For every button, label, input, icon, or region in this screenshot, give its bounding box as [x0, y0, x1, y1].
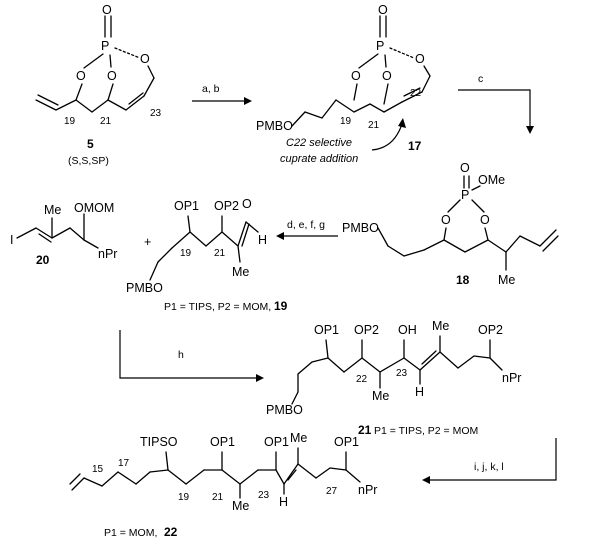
svg-text:O: O: [76, 69, 86, 83]
reaction-arrow-3: d, e, f, g: [276, 219, 338, 240]
reagent-label: d, e, f, g: [287, 219, 325, 231]
pmbo-label: PMBO: [256, 119, 293, 133]
svg-text:O: O: [480, 213, 490, 227]
locant-19: 19: [180, 248, 192, 259]
op2-label: OP2: [214, 199, 239, 213]
op1c-label: OP1: [334, 435, 359, 449]
compound-label: 17: [408, 139, 422, 153]
methyl-label: Me: [290, 431, 307, 445]
compound-label: 18: [456, 273, 470, 287]
op1-label: OP1: [174, 199, 199, 213]
svg-text:O: O: [107, 69, 117, 83]
svg-text:O: O: [441, 213, 451, 227]
plus-sign: +: [144, 235, 151, 249]
svg-text:O: O: [415, 52, 425, 66]
reaction-arrow-2: c: [458, 73, 534, 134]
compound-17: O P O O O PMBO 19 21 22 C22 selective cu…: [256, 3, 431, 165]
compound-22: TIPSO OP1 OP1 Me OP1 nPr H Me 15: [69, 431, 377, 539]
methyl-label: Me: [232, 265, 249, 279]
svg-text:O: O: [382, 69, 392, 83]
locant-19: 19: [178, 492, 190, 503]
locant-27: 27: [326, 486, 338, 497]
protecting-group-caption: P1 = MOM,: [104, 527, 157, 539]
omom-label: OMOM: [74, 201, 114, 215]
npropyl-label: nPr: [358, 483, 377, 497]
methyl-label: Me: [432, 319, 449, 333]
op1a-label: OP1: [210, 435, 235, 449]
locant-21: 21: [214, 248, 226, 259]
svg-text:P: P: [101, 39, 109, 53]
pmbo-label: PMBO: [126, 281, 163, 295]
svg-text:O: O: [351, 69, 361, 83]
stereo-descriptor: (S,S,SP): [68, 155, 109, 167]
locant-23: 23: [396, 368, 408, 379]
locant-22: 22: [356, 374, 368, 385]
op1-label: OP1: [314, 323, 339, 337]
tipso-label: TIPSO: [140, 435, 178, 449]
op2b-label: OP2: [478, 323, 503, 337]
locant-21: 21: [212, 492, 224, 503]
svg-text:P: P: [376, 39, 384, 53]
iodo-label: I: [10, 233, 13, 247]
methoxy-label: OMe: [478, 173, 505, 187]
methyl-label: Me: [498, 273, 515, 287]
npropyl-label: nPr: [502, 371, 521, 385]
locant-21: 21: [368, 120, 380, 131]
reagent-label: c: [478, 73, 483, 85]
hydroxyl-label: OH: [398, 323, 417, 337]
locant-17: 17: [118, 458, 130, 469]
reagent-label: a, b: [202, 83, 220, 95]
reaction-arrow-5: i, j, k, l: [422, 438, 557, 484]
compound-21: OP1 OP2 OH Me OP2 nPr H Me PMBO 22 23 21…: [266, 319, 521, 437]
locant-22: 22: [410, 88, 422, 99]
aldehyde-h-label: H: [258, 233, 267, 247]
compound-label: 21: [358, 423, 372, 437]
svg-text:O: O: [378, 3, 388, 17]
svg-text:O: O: [460, 161, 470, 175]
vinyl-h-label: H: [415, 385, 424, 399]
pmbo-label: PMBO: [266, 403, 303, 417]
npropyl-label: nPr: [98, 247, 117, 261]
svg-text:O: O: [102, 3, 112, 17]
compound-5: O P O O O 19 21 23 5 (S,S,SP): [35, 3, 162, 167]
svg-text:P: P: [461, 188, 469, 202]
compound-label: 5: [87, 137, 94, 151]
locant-15: 15: [92, 464, 104, 475]
pmbo-label: PMBO: [342, 221, 379, 235]
protecting-group-caption: P1 = TIPS, P2 = MOM: [374, 425, 478, 437]
locant-23: 23: [150, 108, 162, 119]
locant-21: 21: [100, 116, 112, 127]
selectivity-note-line1: C22 selective: [286, 137, 352, 149]
compound-20: I Me OMOM nPr 20: [10, 201, 117, 267]
protecting-group-caption: P1 = TIPS, P2 = MOM,: [164, 301, 271, 313]
methyl-label: Me: [44, 203, 61, 217]
methyl-label: Me: [232, 499, 249, 513]
locant-19: 19: [64, 116, 76, 127]
reaction-arrow-4: h: [119, 330, 264, 382]
compound-18: O P OMe O O PMBO Me 18: [342, 161, 559, 287]
compound-label: 20: [36, 253, 50, 267]
compound-19: OP1 OP2 O H Me PMBO 19 21 P1 = TIPS, P2 …: [126, 197, 288, 313]
compound-label: 19: [274, 299, 288, 313]
svg-text:O: O: [140, 52, 150, 66]
vinyl-h-label: H: [279, 495, 288, 509]
reagent-label: h: [178, 349, 184, 361]
op1b-label: OP1: [264, 435, 289, 449]
svg-text:O: O: [242, 197, 252, 211]
op2a-label: OP2: [354, 323, 379, 337]
reaction-arrow-1: a, b: [192, 83, 252, 105]
compound-label: 22: [164, 525, 178, 539]
locant-23: 23: [258, 490, 270, 501]
selectivity-note-line2: cuprate addition: [280, 153, 358, 165]
locant-19: 19: [340, 116, 352, 127]
reagent-label: i, j, k, l: [474, 461, 504, 473]
methyl-label: Me: [372, 389, 389, 403]
